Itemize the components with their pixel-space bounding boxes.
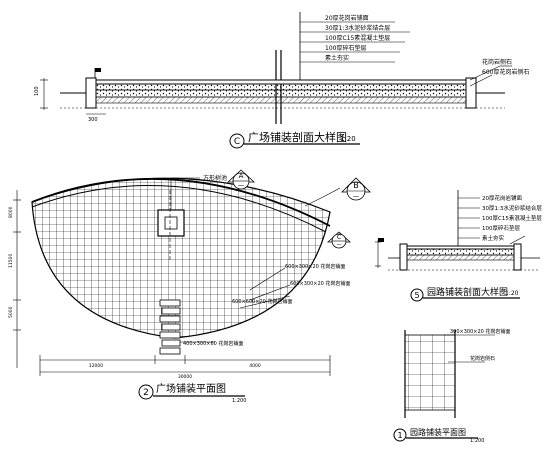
section-b-callout-5: 素土夯实 bbox=[482, 234, 505, 242]
section-b-callout-1: 20厚花岗岩铺面 bbox=[482, 194, 522, 202]
section-c-callout-1: 20厚花岗岩铺面 bbox=[325, 14, 369, 22]
marker-a-letter: A bbox=[239, 172, 244, 180]
path-plan-scale: 1:200 bbox=[470, 438, 484, 444]
section-c-callout-3: 100厚C15素混凝土垫层 bbox=[325, 34, 390, 42]
section-c-right-callout-2: 600厚花岗岩侧石 bbox=[482, 68, 529, 76]
section-c-dim-left: 300 bbox=[88, 117, 98, 123]
plan-label-top: 方形树池 bbox=[203, 174, 227, 182]
section-b-drawing bbox=[375, 190, 540, 302]
section-c-callout-2: 30厚1:3水泥砂浆结合层 bbox=[325, 24, 390, 32]
section-b-callout-4: 100厚碎石垫层 bbox=[482, 224, 520, 232]
plaza-plan-drawing bbox=[13, 169, 371, 400]
marker-c-letter: C bbox=[337, 234, 341, 241]
plan-dim-left-2: 11500 bbox=[8, 254, 14, 268]
section-c-right-callout-1: 花岗岩侧石 bbox=[482, 58, 512, 66]
section-c-title: 广场铺装剖面大样图 bbox=[248, 130, 347, 144]
plan-callout-1: 600×300×20 花岗岩铺面 bbox=[285, 263, 345, 270]
plan-callout-3: 600×600×20 花岗岩铺面 bbox=[232, 298, 292, 305]
path-plan-callout-1: 300×300×20 花岗岩铺面 bbox=[450, 328, 510, 335]
section-c-callout-5: 素土夯实 bbox=[325, 54, 349, 62]
path-plan-callout-2: 花岗岩侧石 bbox=[470, 355, 495, 362]
section-c-callout-4: 100厚碎石垫层 bbox=[325, 44, 366, 52]
section-b-title-symbol: 5 bbox=[414, 291, 419, 300]
section-c-dim-label: 100 bbox=[34, 86, 40, 96]
section-b-title: 园路铺装剖面大样图 bbox=[427, 286, 508, 298]
marker-a-sub: 一 bbox=[238, 183, 244, 190]
section-b-callout-3: 100厚C15素混凝土垫层 bbox=[482, 214, 542, 222]
plan-title-symbol: 2 bbox=[143, 388, 149, 398]
marker-b-letter: B bbox=[353, 181, 359, 190]
path-plan-drawing bbox=[393, 330, 495, 442]
path-plan-text: 300×300×20 花岗岩铺面 花岗岩侧石 1 园路铺装平面图 1:200 bbox=[397, 328, 510, 444]
section-b-callout-2: 30厚1:3水泥砂浆结合层 bbox=[482, 204, 542, 212]
marker-c-sub: 一 bbox=[336, 243, 341, 249]
section-c-title-symbol: C bbox=[234, 137, 240, 147]
plan-dim-bottom-1: 12000 bbox=[89, 363, 103, 369]
section-c-callouts: 20厚花岗岩铺面 30厚1:3水泥砂浆结合层 100厚C15素混凝土垫层 100… bbox=[34, 14, 529, 147]
marker-b-sub: 一 bbox=[353, 194, 359, 201]
path-plan-title: 园路铺装平面图 bbox=[410, 427, 466, 437]
section-c-scale: 1:20 bbox=[340, 135, 356, 143]
plaza-plan-text: 方形树池 A 一 B 一 C 一 600×300×20 花岗岩铺面 600×30… bbox=[8, 172, 359, 404]
plan-callout-4: 400×300×60 花岗岩铺面 bbox=[183, 340, 243, 347]
plan-callout-2: 600×300×20 花岗岩铺面 bbox=[290, 280, 350, 287]
section-b-scale: 1:20 bbox=[505, 290, 519, 297]
section-b-text: 20厚花岗岩铺面 30厚1:3水泥砂浆结合层 100厚C15素混凝土垫层 100… bbox=[414, 194, 542, 300]
plan-title: 广场铺装平面图 bbox=[156, 382, 226, 395]
plan-dim-bottom-2: 4000 bbox=[249, 363, 261, 369]
plan-dim-left-1: 8000 bbox=[8, 206, 14, 218]
section-c-drawing bbox=[40, 12, 512, 149]
plan-scale: 1:200 bbox=[232, 398, 246, 404]
plan-dim-left-3: 5000 bbox=[8, 306, 14, 318]
path-plan-title-symbol: 1 bbox=[397, 431, 402, 440]
plan-dim-total: 30000 bbox=[178, 374, 192, 380]
